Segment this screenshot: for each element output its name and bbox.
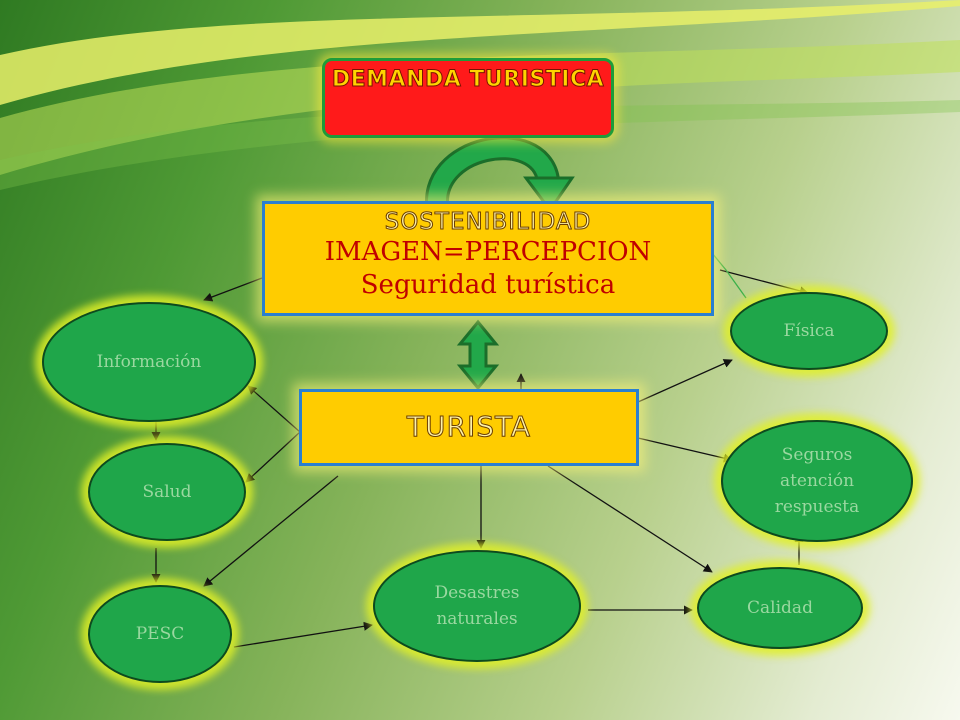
sostenibilidad-title: SOSTENIBILIDAD	[384, 209, 592, 236]
node-informacion: Información	[42, 302, 256, 422]
connector-to-fisica	[719, 269, 809, 296]
node-calidad: Calidad	[697, 567, 863, 649]
node-salud-label: Salud	[142, 482, 192, 502]
seguridad-turistica-label: Seguridad turística	[360, 270, 616, 300]
green-connector	[711, 252, 747, 299]
node-desastres-naturales: Desastres naturales	[373, 550, 581, 662]
node-seguros-label: Seguros atención respuesta	[774, 445, 860, 517]
node-fisica-label: Física	[783, 321, 835, 341]
connector-turista-pesc	[203, 475, 339, 587]
double-arrow	[456, 319, 500, 391]
connector-to-informacion	[203, 277, 263, 302]
node-calidad-label: Calidad	[747, 598, 813, 618]
connector-turista-calidad	[547, 465, 713, 573]
connector-turista-salud	[245, 431, 301, 483]
demanda-turistica-box: DEMANDA TURISTICA	[322, 58, 614, 138]
node-informacion-label: Información	[96, 352, 202, 372]
sostenibilidad-box: SOSTENIBILIDAD IMAGEN=PERCEPCION Segurid…	[262, 201, 714, 316]
cycle-arrow	[425, 136, 575, 215]
turista-label: TURISTA	[406, 410, 532, 444]
imagen-percepcion-label: IMAGEN=PERCEPCION	[324, 237, 652, 267]
turista-box: TURISTA	[299, 389, 639, 466]
demanda-turistica-label: DEMANDA TURISTICA	[331, 66, 605, 92]
node-pesc-label: PESC	[135, 624, 185, 644]
node-pesc: PESC	[88, 585, 232, 683]
connector-turista-fisica	[637, 359, 733, 403]
node-fisica: Física	[730, 292, 888, 370]
node-seguros: Seguros atención respuesta	[721, 420, 913, 542]
node-salud: Salud	[88, 443, 246, 541]
node-desastres-label: Desastres naturales	[434, 583, 520, 629]
connector-turista-informacion	[247, 385, 301, 433]
connector-pesc-desastres	[233, 621, 373, 648]
connector-turista-seguros	[637, 437, 733, 463]
